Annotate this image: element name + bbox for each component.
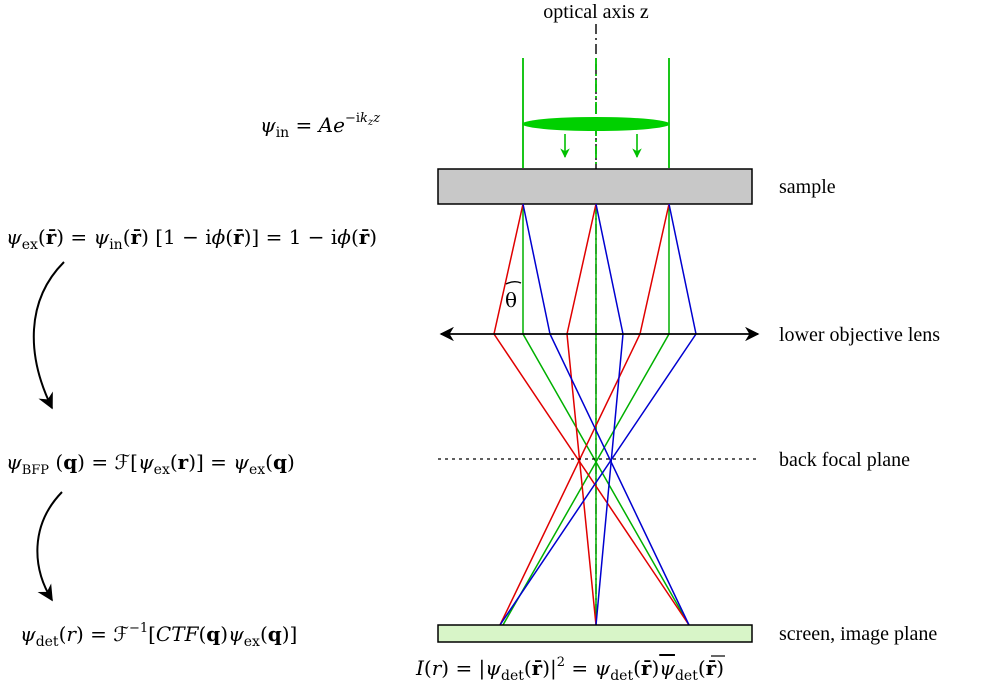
svg-text:ψex(r̄) = ψin(r̄) [1 − iϕ(r̄)]: ψex(r̄) = ψin(r̄) [1 − iϕ(r̄)] = 1 − iϕ(… — [6, 225, 377, 253]
green-ray-right — [502, 204, 670, 626]
blue-ray-center — [595, 203, 624, 626]
transform-arrow-2 — [36, 491, 63, 602]
equation-intensity: I(r) = |ψdet(r̄)|2 = ψdet(r̄)ψdet(r̄) — [415, 655, 725, 684]
theta-label: θ — [505, 288, 517, 312]
equation-psi-bfp: ψBFP (q) = ℱ[ψex(r)] = ψex(q) — [6, 450, 295, 478]
screen-plate — [437, 624, 753, 643]
theta-arc — [505, 281, 522, 285]
incident-wavefront — [522, 117, 670, 131]
blue-ray-right — [499, 203, 697, 626]
sample-label: sample — [779, 176, 836, 198]
red-ray-right — [499, 203, 670, 626]
back-focal-plane-label: back focal plane — [779, 449, 910, 471]
svg-text:ψin = Ae−ikzz: ψin = Ae−ikzz — [260, 111, 380, 141]
sample-slab — [437, 168, 753, 205]
equation-psi-in: ψin = Ae−ikzz — [260, 111, 380, 141]
red-ray-center — [566, 203, 597, 626]
transform-arrow-1 — [32, 261, 65, 410]
equation-psi-det: ψdet(r) = ℱ−1[CTF(q)ψex(q)] — [20, 621, 297, 650]
optical-axis-label: optical axis z — [543, 1, 649, 23]
svg-text:ψdet(r) = ℱ−1[CTF(q)ψex(q)]: ψdet(r) = ℱ−1[CTF(q)ψex(q)] — [20, 621, 297, 650]
svg-text:I(r) = |ψdet(r̄)|2 = ψdet(r̄)ψ: I(r) = |ψdet(r̄)|2 = ψdet(r̄)ψdet(r̄) — [415, 655, 724, 684]
svg-text:ψBFP (q) = ℱ[ψex(r)] = ψex(q): ψBFP (q) = ℱ[ψex(r)] = ψex(q) — [6, 450, 295, 478]
equation-psi-ex: ψex(r̄) = ψin(r̄) [1 − iϕ(r̄)] = 1 − iϕ(… — [6, 225, 377, 253]
screen-label: screen, image plane — [779, 623, 937, 645]
lower-objective-label: lower objective lens — [779, 324, 940, 346]
blue-rays — [499, 203, 697, 626]
